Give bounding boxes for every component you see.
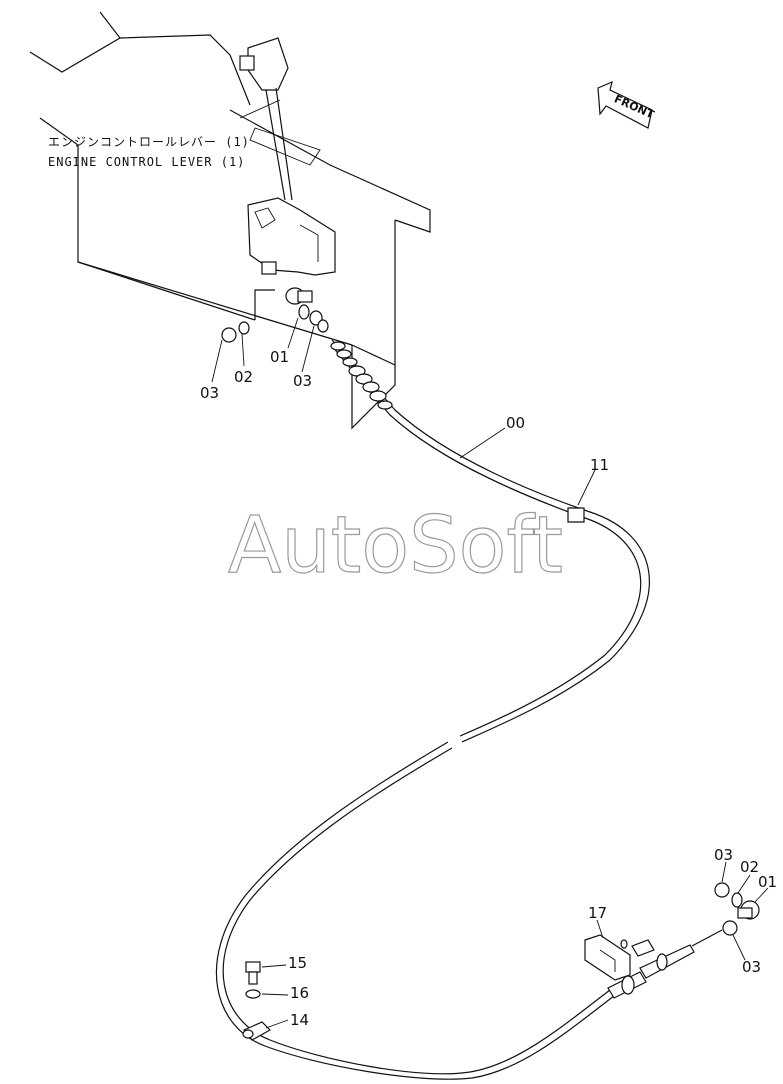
callout-16: 16 [290,984,309,1002]
callout-labels: 01 02 03 03 00 11 03 02 01 03 17 15 16 1… [200,348,777,1029]
leader-lines [211,317,769,1029]
callout-15: 15 [288,954,307,972]
callout-14: 14 [290,1011,309,1029]
callout-17: 17 [588,904,607,922]
engine-control-lever [239,37,336,276]
callout-01-bottom: 01 [758,873,777,891]
title-en: ENGINE CONTROL LEVER (1) [48,155,245,169]
callout-02-bottom: 02 [740,858,759,876]
console-outline [29,11,431,430]
front-arrow-icon: FRONT [597,80,656,129]
callout-11: 11 [590,456,609,474]
title-block: エンジンコントロールレバー (1) ENGINE CONTROL LEVER (… [48,135,250,169]
title-jp: エンジンコントロールレバー (1) [48,135,250,149]
bottom-fittings [714,882,760,936]
callout-03-bottom: 03 [742,958,761,976]
control-cable [215,339,723,1080]
watermark: AutoSoft [228,501,563,591]
callout-03-top-right: 03 [293,372,312,390]
callout-03-top-left: 03 [200,384,219,402]
callout-01-top: 01 [270,348,289,366]
top-fittings [221,287,329,343]
callout-00: 00 [506,414,525,432]
bracket [584,934,655,981]
callout-02-top: 02 [234,368,253,386]
clip-hardware [242,961,271,1041]
callout-03-bottom-top: 03 [714,846,733,864]
